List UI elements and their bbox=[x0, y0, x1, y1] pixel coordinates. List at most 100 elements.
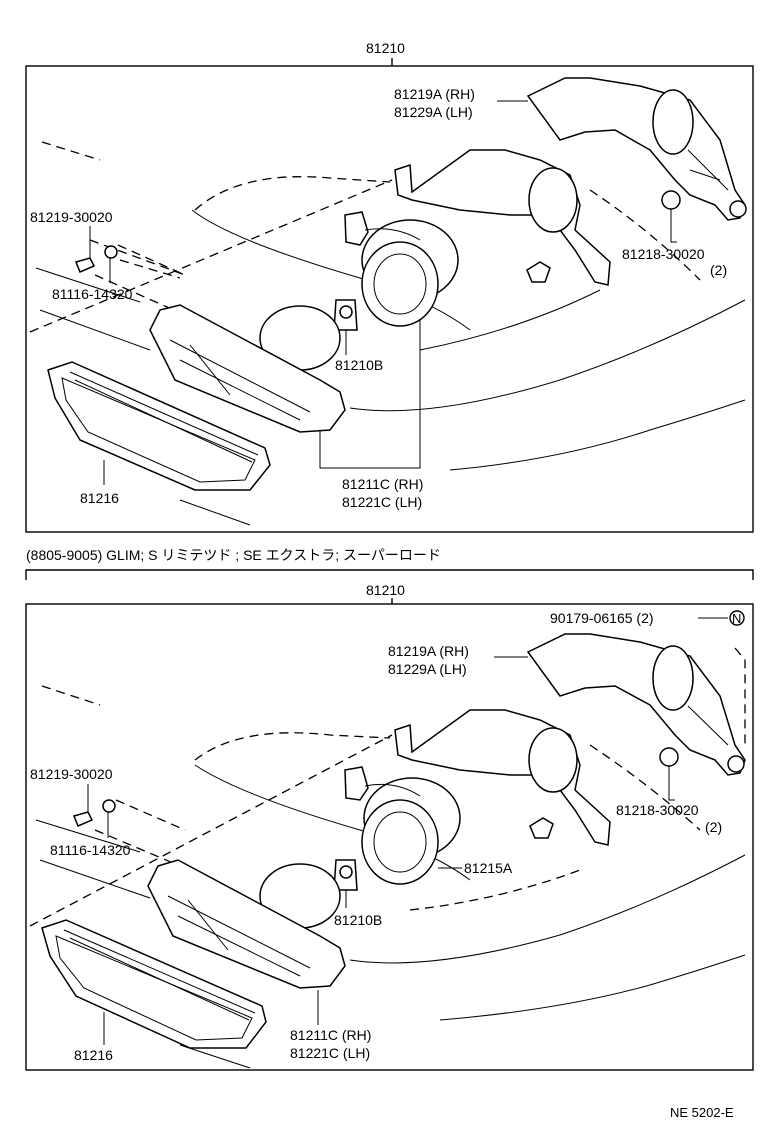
label-washer: 81116-14320 bbox=[50, 842, 131, 858]
bezel-rib bbox=[74, 379, 253, 463]
leader-nut bbox=[668, 766, 675, 801]
label-lens-rh: 81211C (RH) bbox=[342, 476, 423, 492]
bolt-marker-label: N bbox=[732, 611, 741, 626]
bottom-body-line bbox=[39, 859, 151, 899]
bezel-rib bbox=[63, 929, 256, 1014]
label-nut-qty: (2) bbox=[710, 262, 727, 278]
bottom-body-line bbox=[179, 1044, 251, 1069]
mount-bolt bbox=[529, 817, 554, 839]
bracket-edge bbox=[687, 705, 729, 746]
bolt-marker-circle bbox=[729, 610, 745, 626]
upper-bracket-mount bbox=[729, 200, 747, 218]
washer-81116-14320 bbox=[102, 799, 116, 813]
bottom-body-dash-line bbox=[29, 734, 393, 927]
upper-bracket-mount bbox=[727, 755, 745, 773]
bottom-body-dash-line bbox=[409, 869, 581, 911]
washer-81116-14320 bbox=[104, 245, 118, 259]
bottom-body-dash-line bbox=[589, 744, 701, 831]
label-screw: 81219-30020 bbox=[30, 209, 113, 225]
bezel-inner bbox=[61, 377, 256, 483]
bottom-body-line bbox=[194, 764, 471, 881]
label-nut-qty: (2) bbox=[705, 819, 722, 835]
lower-bracket-hole bbox=[528, 727, 578, 793]
lens-texture bbox=[189, 344, 231, 396]
top-body-dash-line bbox=[589, 189, 701, 281]
bottom-diagram: 81210 N bbox=[25, 569, 754, 1071]
screw-81219-30020 bbox=[72, 811, 94, 827]
bottom-body-line bbox=[439, 954, 746, 1021]
nut-81218 bbox=[661, 190, 681, 210]
top-body-line bbox=[35, 267, 141, 303]
top-body-dash-line bbox=[41, 141, 101, 161]
label-bracket-lh: 81229A (LH) bbox=[388, 661, 467, 677]
lens-texture bbox=[177, 915, 301, 977]
mount-bolt bbox=[526, 261, 551, 283]
bottom-body-dash-line bbox=[41, 685, 101, 706]
label-lens-lh: 81221C (LH) bbox=[290, 1045, 370, 1061]
bottom-body-line bbox=[349, 854, 746, 964]
label-bezel: 81216 bbox=[80, 490, 119, 506]
upper-bracket-hole bbox=[652, 89, 694, 155]
top-body-dash-line bbox=[89, 239, 186, 276]
socket-81215a-inner bbox=[373, 811, 427, 873]
top-body-line bbox=[449, 399, 746, 471]
bezel-rib bbox=[69, 937, 250, 1021]
bracket-edge bbox=[689, 169, 721, 181]
bottom-body-dash-line bbox=[194, 732, 391, 761]
lens-texture bbox=[167, 895, 311, 969]
bezel-rib bbox=[69, 371, 259, 456]
condition-note: (8805-9005) GLIM; S リミテツド ; SE エクストラ; スー… bbox=[26, 547, 441, 563]
bottom-assembly-number: 81210 bbox=[366, 582, 405, 598]
socket-81215a-ring bbox=[361, 799, 439, 885]
label-bezel: 81216 bbox=[74, 1047, 113, 1063]
label-screw: 81219-30020 bbox=[30, 766, 113, 782]
label-bracket-rh: 81219A (RH) bbox=[394, 86, 475, 102]
bottom-frame bbox=[25, 603, 754, 1071]
top-body-line bbox=[179, 499, 251, 526]
bulb-glass bbox=[339, 865, 353, 879]
bottom-body-line bbox=[35, 819, 141, 853]
top-assembly-number: 81210 bbox=[366, 40, 405, 56]
screw-dash bbox=[117, 244, 186, 276]
bracket-edge bbox=[687, 149, 729, 191]
bezel-81216 bbox=[41, 919, 267, 1049]
nut-81218 bbox=[659, 747, 679, 767]
label-lens-rh: 81211C (RH) bbox=[290, 1027, 371, 1043]
bottom-bracket-line bbox=[25, 569, 754, 580]
lamp-socket-ring bbox=[361, 241, 439, 327]
lens-texture bbox=[187, 899, 229, 951]
bezel-81216 bbox=[47, 361, 271, 491]
top-body-line bbox=[349, 299, 746, 412]
top-diagram: 81210 bbox=[25, 40, 754, 533]
wire bbox=[364, 228, 421, 241]
screw-dash bbox=[115, 799, 186, 831]
label-washer: 81116-14320 bbox=[52, 286, 133, 302]
wire bbox=[364, 783, 421, 797]
label-socket: 81215A bbox=[464, 860, 513, 876]
lens-81211c bbox=[149, 304, 346, 433]
top-body-line bbox=[39, 309, 151, 351]
lens-texture bbox=[169, 339, 311, 413]
top-body-dash-line bbox=[194, 176, 391, 211]
upper-bracket-hole bbox=[652, 645, 694, 711]
label-nut: 81218-30020 bbox=[616, 802, 699, 818]
top-body-line bbox=[419, 289, 601, 351]
label-bracket-rh: 81219A (RH) bbox=[388, 643, 469, 659]
label-bulb: 81210B bbox=[334, 912, 382, 928]
top-frame bbox=[25, 65, 754, 533]
bulb-glass bbox=[339, 305, 353, 319]
top-body-dash-line bbox=[29, 179, 393, 333]
label-bolt: 90179-06165 (2) bbox=[550, 610, 654, 626]
lens-81211c bbox=[147, 859, 346, 989]
bezel-inner bbox=[55, 935, 253, 1041]
figure-code: NE 5202-E bbox=[670, 1105, 734, 1120]
leader-nut bbox=[670, 209, 677, 243]
label-bracket-lh: 81229A (LH) bbox=[394, 104, 473, 120]
label-lens-lh: 81221C (LH) bbox=[342, 494, 422, 510]
bolt-dash-line bbox=[734, 647, 746, 745]
lower-bracket-hole bbox=[528, 167, 578, 233]
label-bulb: 81210B bbox=[335, 357, 383, 373]
wire-connector bbox=[344, 766, 369, 801]
lens-texture bbox=[179, 359, 301, 421]
wire-connector bbox=[344, 211, 369, 246]
